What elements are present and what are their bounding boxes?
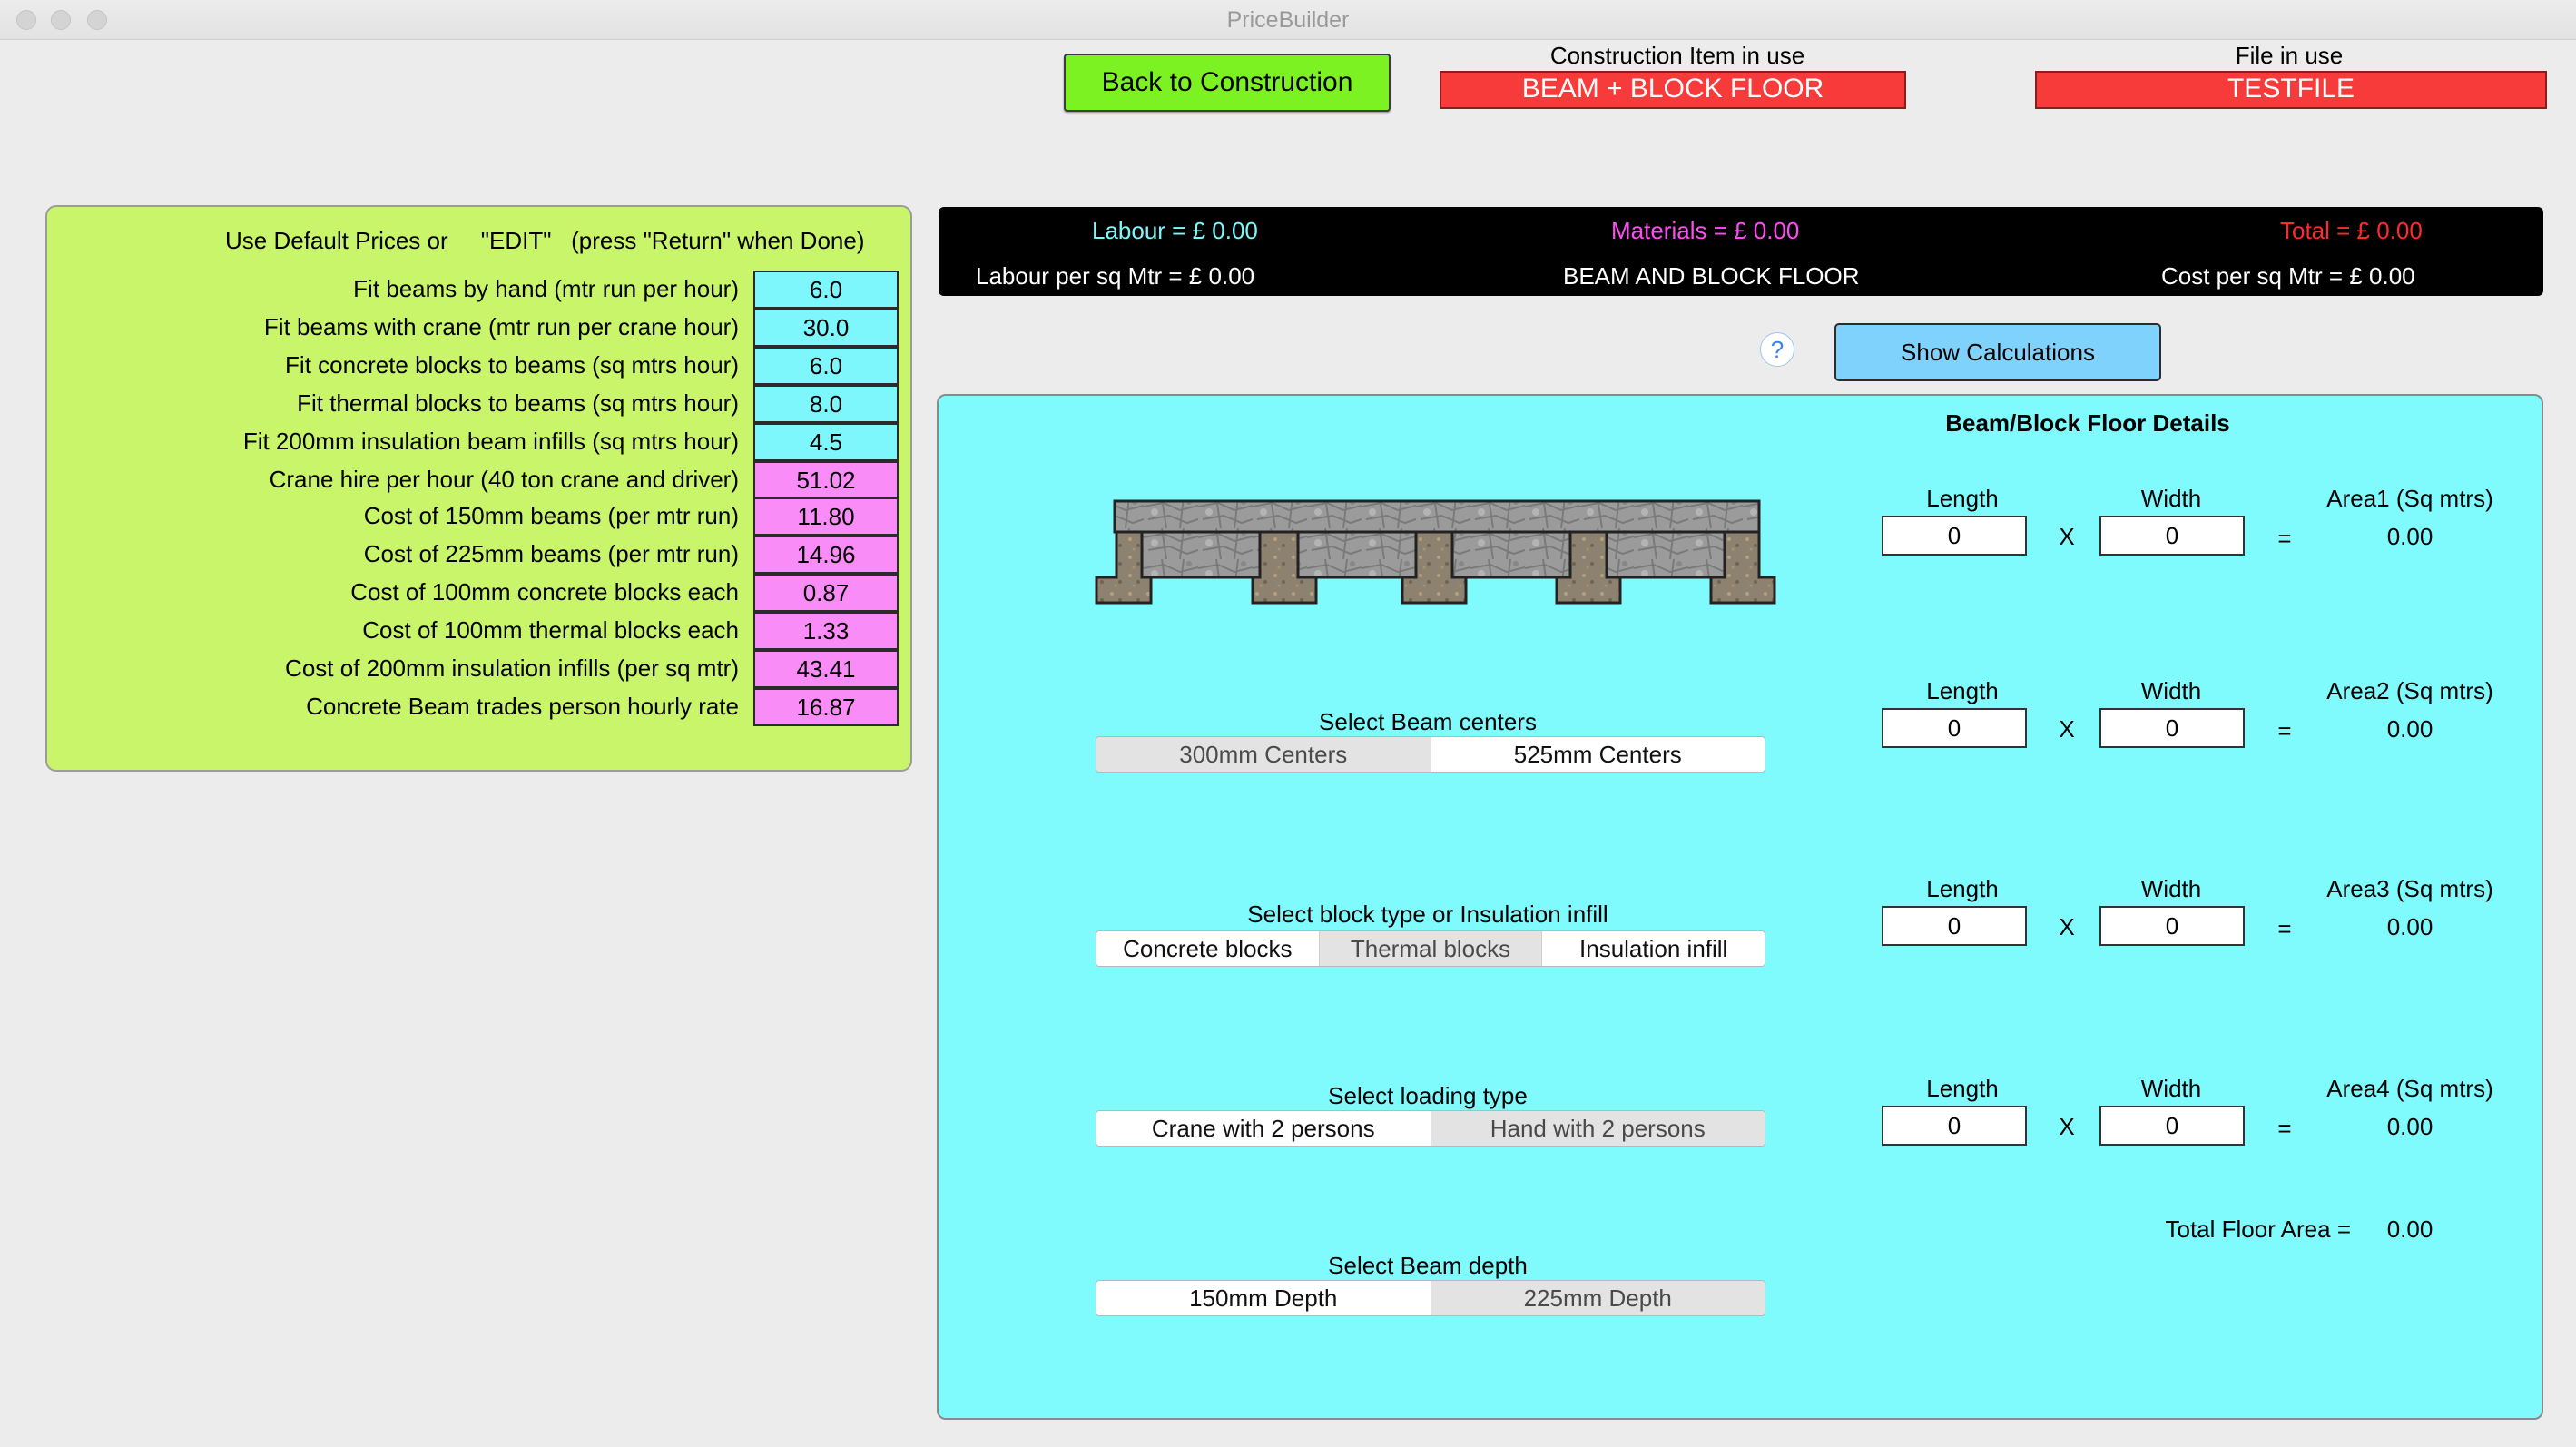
total-floor-area-label: Total Floor Area = <box>2165 1216 2352 1243</box>
width-input[interactable]: 0 <box>2099 1106 2245 1146</box>
price-input[interactable]: 30.0 <box>753 309 899 347</box>
construction-item-field: BEAM + BLOCK FLOOR <box>1440 71 1906 109</box>
width-input[interactable]: 0 <box>2099 906 2245 946</box>
beam-block-floor-diagram <box>1095 499 1776 605</box>
file-in-use-label: File in use <box>2235 42 2344 69</box>
cost-per-sqm: Cost per sq Mtr = £ 0.00 <box>2161 262 2415 290</box>
back-to-construction-button[interactable]: Back to Construction <box>1064 54 1391 112</box>
area-label: Area1 (Sq mtrs) <box>2326 485 2493 512</box>
price-label: Fit thermal blocks to beams (sq mtrs hou… <box>297 389 739 417</box>
price-input[interactable]: 14.96 <box>753 536 899 574</box>
length-label: Length <box>1926 485 1999 512</box>
price-input[interactable]: 6.0 <box>753 271 899 309</box>
price-input[interactable]: 43.41 <box>753 650 899 688</box>
area-value: 0.00 <box>2386 523 2433 550</box>
length-input[interactable]: 0 <box>1882 516 2027 556</box>
price-input[interactable]: 6.0 <box>753 347 899 385</box>
grand-total: Total = £ 0.00 <box>2280 217 2423 244</box>
price-label: Fit concrete blocks to beams (sq mtrs ho… <box>285 351 739 379</box>
area-value: 0.00 <box>2386 715 2433 743</box>
block-type-selector: Concrete blocks Thermal blocks Insulatio… <box>1096 930 1765 967</box>
width-label: Width <box>2140 1075 2202 1102</box>
prices-heading: Use Default Prices or "EDIT" (press "Ret… <box>225 227 865 254</box>
length-label: Length <box>1926 677 1999 704</box>
labour-per-sqm: Labour per sq Mtr = £ 0.00 <box>976 262 1255 290</box>
zoom-window-button[interactable] <box>87 10 107 30</box>
equals-sign: = <box>2277 915 2292 942</box>
price-label: Cost of 100mm concrete blocks each <box>350 578 739 605</box>
times-sign: X <box>2059 913 2075 940</box>
equals-sign: = <box>2277 1115 2292 1142</box>
price-label: Crane hire per hour (40 ton crane and dr… <box>269 466 739 493</box>
option-thermal-blocks[interactable]: Thermal blocks <box>1319 931 1543 966</box>
length-label: Length <box>1926 1075 1999 1102</box>
price-label: Fit beams with crane (mtr run per crane … <box>263 313 739 340</box>
price-label: Cost of 225mm beams (per mtr run) <box>363 540 739 567</box>
minimize-window-button[interactable] <box>51 10 71 30</box>
price-input[interactable]: 11.80 <box>753 497 899 536</box>
times-sign: X <box>2059 523 2075 550</box>
times-sign: X <box>2059 1113 2075 1140</box>
length-label: Length <box>1926 875 1999 902</box>
price-input[interactable]: 1.33 <box>753 612 899 650</box>
option-300mm-centers[interactable]: 300mm Centers <box>1096 737 1431 772</box>
block-type-label: Select block type or Insulation infill <box>1247 901 1608 928</box>
beam-depth-selector: 150mm Depth 225mm Depth <box>1096 1280 1765 1316</box>
price-input[interactable]: 0.87 <box>753 574 899 612</box>
width-input[interactable]: 0 <box>2099 516 2245 556</box>
width-label: Width <box>2140 677 2202 704</box>
length-input[interactable]: 0 <box>1882 906 2027 946</box>
option-225mm-depth[interactable]: 225mm Depth <box>1431 1281 1765 1315</box>
loading-type-label: Select loading type <box>1328 1082 1528 1109</box>
option-150mm-depth[interactable]: 150mm Depth <box>1096 1281 1431 1315</box>
length-input[interactable]: 0 <box>1882 708 2027 748</box>
beam-depth-label: Select Beam depth <box>1328 1252 1528 1279</box>
area-label: Area4 (Sq mtrs) <box>2326 1075 2493 1102</box>
option-insulation-infill[interactable]: Insulation infill <box>1579 935 1728 962</box>
title-bar <box>0 0 2576 40</box>
option-525mm-centers[interactable]: 525mm Centers <box>1513 741 1682 768</box>
floor-details-title: Beam/Block Floor Details <box>1945 409 2230 437</box>
beam-centers-selector: 300mm Centers 525mm Centers <box>1096 736 1765 773</box>
length-input[interactable]: 0 <box>1882 1106 2027 1146</box>
area-label: Area2 (Sq mtrs) <box>2326 677 2493 704</box>
area-value: 0.00 <box>2386 913 2433 940</box>
option-concrete-blocks[interactable]: Concrete blocks <box>1096 931 1320 966</box>
total-floor-area-value: 0.00 <box>2386 1216 2433 1243</box>
labour-total: Labour = £ 0.00 <box>1092 217 1258 244</box>
window-title: PriceBuilder <box>1226 7 1350 33</box>
beam-centers-label: Select Beam centers <box>1319 708 1537 735</box>
price-label: Concrete Beam trades person hourly rate <box>306 693 739 720</box>
file-in-use-field: TESTFILE <box>2035 71 2547 109</box>
equals-sign: = <box>2277 525 2292 552</box>
times-sign: X <box>2059 715 2075 743</box>
loading-type-selector: Crane with 2 persons Hand with 2 persons <box>1096 1110 1765 1147</box>
price-input[interactable]: 4.5 <box>753 423 899 461</box>
width-label: Width <box>2140 875 2202 902</box>
price-label: Cost of 200mm insulation infills (per sq… <box>285 655 739 682</box>
width-label: Width <box>2140 485 2202 512</box>
price-input[interactable]: 8.0 <box>753 385 899 423</box>
construction-item-label: Construction Item in use <box>1549 42 1805 69</box>
price-label: Cost of 100mm thermal blocks each <box>362 616 739 644</box>
equals-sign: = <box>2277 717 2292 744</box>
price-input[interactable]: 16.87 <box>753 688 899 726</box>
show-calculations-button[interactable]: Show Calculations <box>1834 323 2161 381</box>
close-window-button[interactable] <box>16 10 36 30</box>
price-label: Fit 200mm insulation beam infills (sq mt… <box>242 428 739 455</box>
width-input[interactable]: 0 <box>2099 708 2245 748</box>
option-crane-with-2-persons[interactable]: Crane with 2 persons <box>1096 1111 1431 1146</box>
option-hand-with-2-persons[interactable]: Hand with 2 persons <box>1431 1111 1765 1146</box>
cost-summary-bar <box>939 207 2543 296</box>
price-label: Cost of 150mm beams (per mtr run) <box>363 502 739 529</box>
summary-title: BEAM AND BLOCK FLOOR <box>1563 262 1860 290</box>
materials-total: Materials = £ 0.00 <box>1611 217 1800 244</box>
help-icon[interactable]: ? <box>1760 332 1794 367</box>
price-input[interactable]: 51.02 <box>753 461 899 499</box>
area-value: 0.00 <box>2386 1113 2433 1140</box>
price-label: Fit beams by hand (mtr run per hour) <box>353 275 739 302</box>
area-label: Area3 (Sq mtrs) <box>2326 875 2493 902</box>
